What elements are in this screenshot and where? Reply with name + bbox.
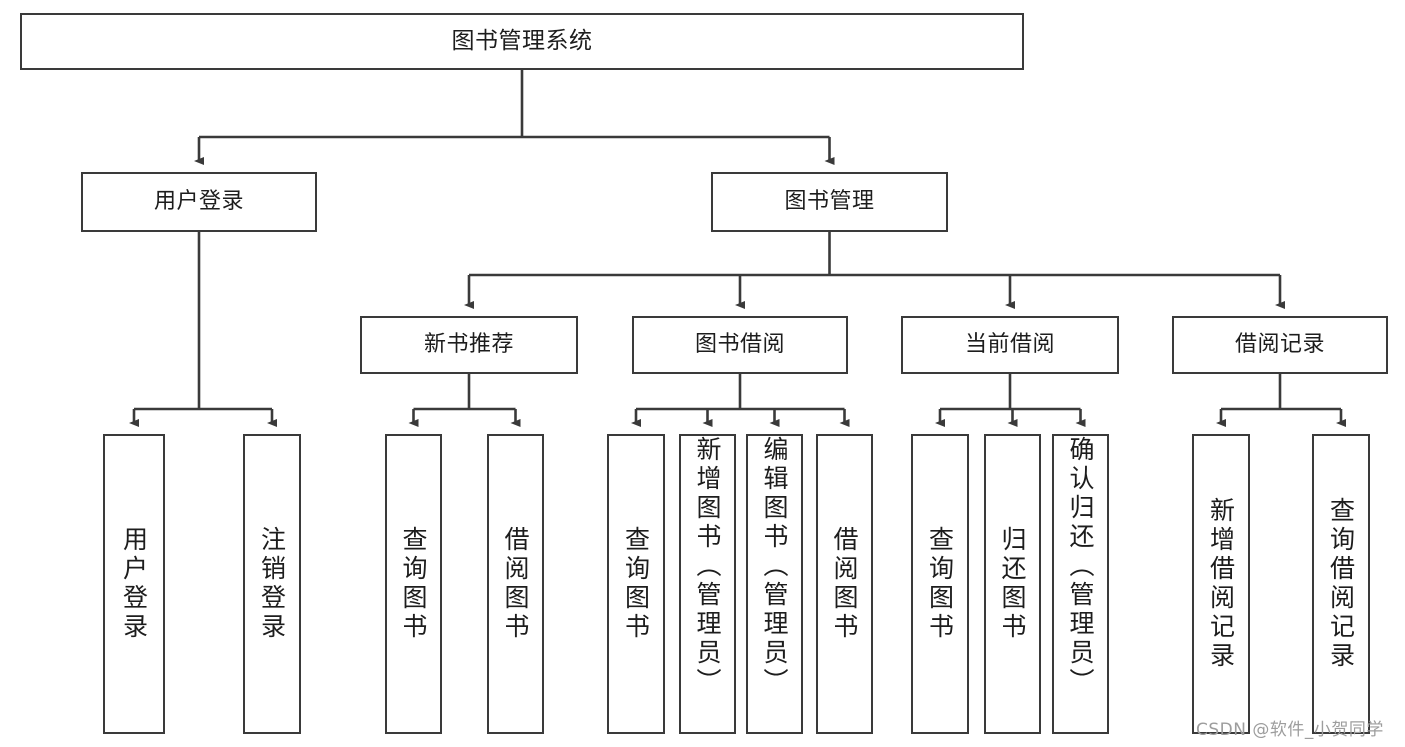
node-label: 借阅记录 — [1234, 332, 1325, 358]
leaf-add-borrow-record[interactable]: 新增借阅记录 — [1192, 434, 1250, 734]
leaf-borrow-book[interactable]: 借阅图书 — [816, 434, 873, 734]
leaf-confirm-return-admin[interactable]: 确认归还（管理员） — [1052, 434, 1109, 734]
leaf-borrow-book-recommend[interactable]: 借阅图书 — [487, 434, 544, 734]
leaf-query-borrow-record[interactable]: 查询借阅记录 — [1312, 434, 1370, 734]
node-label: 用户登录 — [153, 189, 244, 215]
node-label: 归还图书 — [998, 526, 1027, 642]
leaf-add-book-admin[interactable]: 新增图书（管理员） — [679, 434, 736, 734]
node-label: 图书管理系统 — [451, 27, 593, 54]
node-label: 确认归还（管理员） — [1066, 436, 1095, 697]
node-label: 新书推荐 — [423, 332, 514, 358]
node-current-borrow[interactable]: 当前借阅 — [901, 316, 1119, 374]
node-label: 当前借阅 — [964, 332, 1055, 358]
node-label: 查询图书 — [399, 526, 428, 642]
node-root[interactable]: 图书管理系统 — [20, 13, 1024, 70]
node-new-book-recommend[interactable]: 新书推荐 — [360, 316, 578, 374]
node-label: 注销登录 — [257, 526, 287, 642]
node-label: 借阅图书 — [830, 526, 859, 642]
leaf-user-login[interactable]: 用户登录 — [103, 434, 165, 734]
node-label: 用户登录 — [119, 526, 149, 642]
node-label: 查询借阅记录 — [1326, 497, 1356, 671]
node-label: 图书管理 — [784, 189, 875, 215]
leaf-logout[interactable]: 注销登录 — [243, 434, 301, 734]
node-label: 查询图书 — [925, 526, 955, 642]
csdn-watermark: CSDN @软件_小贺同学 — [1196, 720, 1384, 740]
node-user-login[interactable]: 用户登录 — [81, 172, 317, 232]
leaf-edit-book-admin[interactable]: 编辑图书（管理员） — [746, 434, 803, 734]
node-book-borrow[interactable]: 图书借阅 — [632, 316, 848, 374]
leaf-query-book-current[interactable]: 查询图书 — [911, 434, 969, 734]
leaf-return-book[interactable]: 归还图书 — [984, 434, 1041, 734]
node-label: 借阅图书 — [501, 526, 530, 642]
node-borrow-record[interactable]: 借阅记录 — [1172, 316, 1388, 374]
leaf-query-book-borrow[interactable]: 查询图书 — [607, 434, 665, 734]
node-label: 查询图书 — [621, 526, 651, 642]
node-label: 编辑图书（管理员） — [760, 436, 789, 697]
node-book-manage[interactable]: 图书管理 — [711, 172, 948, 232]
leaf-query-book-recommend[interactable]: 查询图书 — [385, 434, 442, 734]
node-label: 新增图书（管理员） — [693, 436, 722, 697]
node-label: 新增借阅记录 — [1206, 497, 1236, 671]
node-label: 图书借阅 — [694, 332, 785, 358]
